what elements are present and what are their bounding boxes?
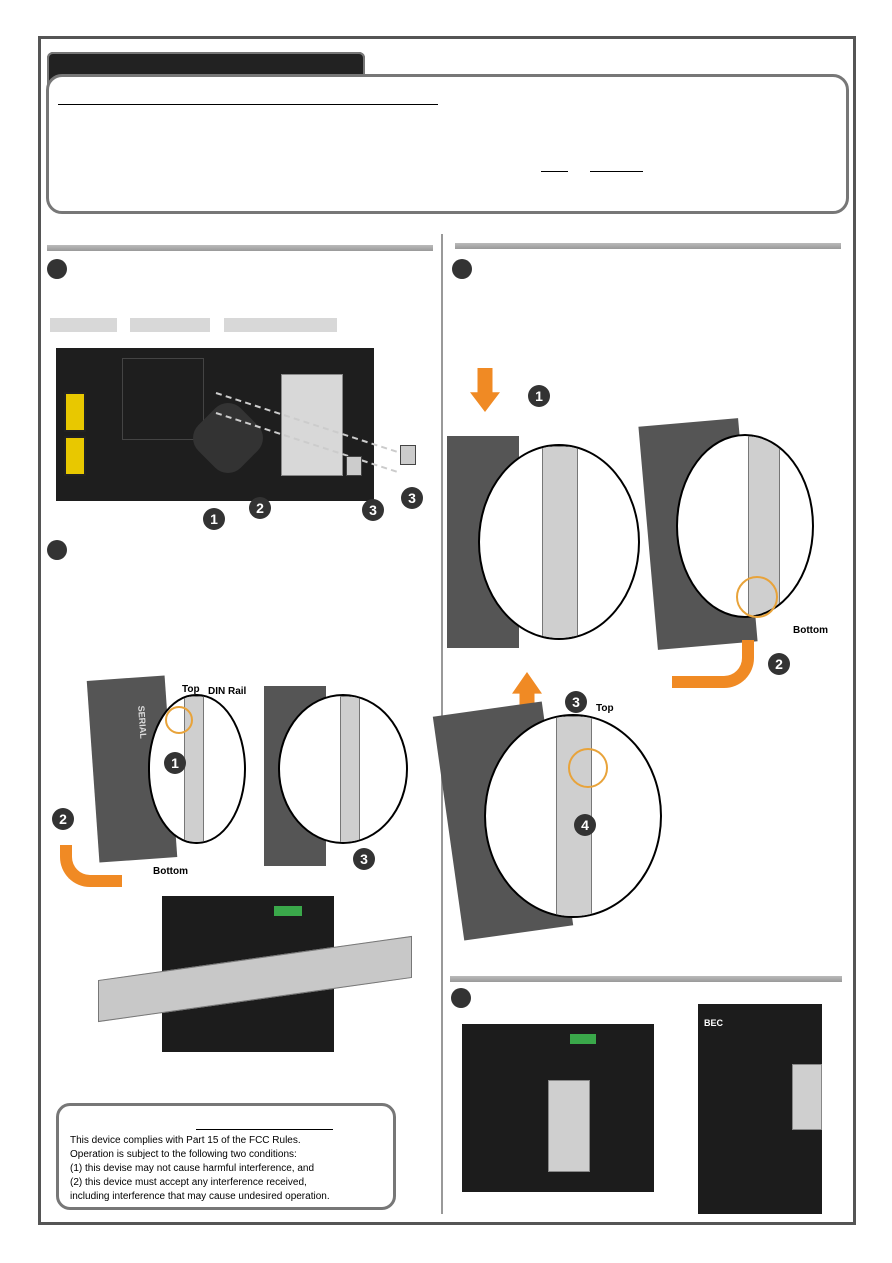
right-section-bar-2 xyxy=(450,976,842,982)
label-din-rail: DIN Rail xyxy=(208,686,247,697)
fcc-title-underline xyxy=(196,1129,333,1130)
power-terminal xyxy=(274,906,302,916)
label-bottom-right: Bottom xyxy=(793,625,828,636)
screw-a xyxy=(346,456,362,476)
zoom-circle-right-3 xyxy=(484,714,662,918)
screw-b xyxy=(400,445,416,465)
top-hook-highlight xyxy=(165,706,193,734)
callout-3-screw-a: 3 xyxy=(362,499,384,521)
device-side-upright: BEC xyxy=(698,1004,822,1214)
din-bracket-front xyxy=(548,1080,590,1172)
callout-4-right: 4 xyxy=(574,814,596,836)
underline-mid xyxy=(590,171,643,172)
fcc-line-1: This device complies with Part 15 of the… xyxy=(70,1135,301,1146)
fcc-line-3: (1) this devise may not cause harmful in… xyxy=(70,1163,315,1174)
callout-1-right: 1 xyxy=(528,385,550,407)
underline-short xyxy=(541,171,568,172)
fcc-line-5: including interference that may cause un… xyxy=(70,1191,330,1202)
step-bullet-4 xyxy=(451,988,471,1008)
eth-port-bottom xyxy=(64,436,86,476)
callout-2-bracket: 2 xyxy=(249,497,271,519)
callout-2-right: 2 xyxy=(768,653,790,675)
callout-2-left: 2 xyxy=(52,808,74,830)
callout-1-bracket: 1 xyxy=(203,508,225,530)
grey-label-1 xyxy=(50,318,117,332)
fcc-line-2: Operation is subject to the following tw… xyxy=(70,1149,297,1160)
din-rail-zoom xyxy=(184,696,204,842)
page-frame xyxy=(38,36,856,1225)
step-bullet-3 xyxy=(452,259,472,279)
zoom-circle-left xyxy=(148,694,246,844)
din-rail-zoom-mounted xyxy=(340,696,360,842)
top-hook-highlight-right xyxy=(568,748,608,788)
label-top-right: Top xyxy=(596,703,614,714)
bottom-hook-highlight xyxy=(736,576,778,618)
device-front-mounted xyxy=(462,1024,654,1192)
callout-3-mounted: 3 xyxy=(353,848,375,870)
fcc-statement-box: This device complies with Part 15 of the… xyxy=(56,1103,396,1210)
brand-logo: BEC xyxy=(704,1018,724,1028)
din-bracket xyxy=(281,374,343,476)
rotate-arrow-right xyxy=(672,640,754,688)
label-top: Top xyxy=(182,684,200,695)
din-rail-zoom-right-1 xyxy=(542,446,578,638)
zoom-circle-right-1 xyxy=(478,444,640,640)
step-bullet-1 xyxy=(47,259,67,279)
serial-label: SERIAL xyxy=(136,705,149,739)
grey-label-3 xyxy=(224,318,337,332)
label-bottom: Bottom xyxy=(153,866,188,877)
power-terminal-2 xyxy=(570,1034,596,1044)
panel-recess xyxy=(122,358,204,440)
eth-port-top xyxy=(64,392,86,432)
step-bullet-2 xyxy=(47,540,67,560)
callout-1-left: 1 xyxy=(164,752,186,774)
fcc-line-4: (2) this device must accept any interfer… xyxy=(70,1177,307,1188)
din-bracket-side xyxy=(792,1064,822,1130)
underline-heading xyxy=(58,104,438,105)
right-section-bar xyxy=(455,243,841,249)
callout-3-right: 3 xyxy=(565,691,587,713)
bracket-mount-illustration xyxy=(56,348,398,501)
callout-3-screw-b: 3 xyxy=(401,487,423,509)
grey-label-2 xyxy=(130,318,210,332)
zoom-circle-mounted xyxy=(278,694,408,844)
left-section-bar xyxy=(47,245,433,251)
intro-panel xyxy=(46,74,849,214)
